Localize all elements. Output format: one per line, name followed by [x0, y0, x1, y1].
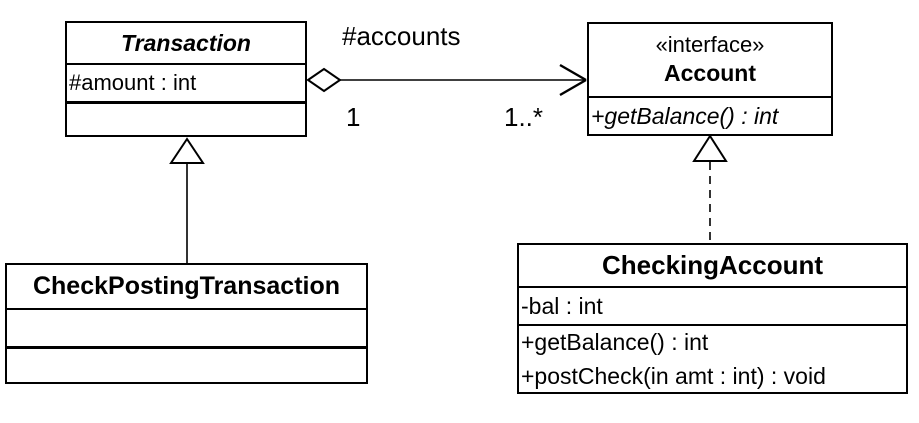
class-account-name: Account	[664, 59, 756, 86]
open-arrowhead-icon	[559, 63, 587, 97]
class-transaction-name: Transaction	[121, 29, 251, 56]
class-check-posting-name: CheckPostingTransaction	[32, 271, 341, 300]
class-account-methods: +getBalance() : int	[589, 96, 831, 134]
class-transaction-attributes: #amount : int	[67, 63, 305, 101]
class-checking-account-methods: +getBalance() : int +postCheck(in amt : …	[519, 324, 906, 392]
association-name-label: #accounts	[342, 21, 461, 51]
method-get-balance-impl: +getBalance() : int	[521, 328, 709, 355]
target-multiplicity-label: 1..*	[504, 102, 544, 132]
class-account: «interface» Account +getBalance() : int	[587, 22, 833, 136]
association-accounts	[306, 63, 587, 97]
class-transaction-methods-empty	[67, 101, 305, 135]
class-check-posting-attributes-empty	[7, 308, 366, 346]
attribute-amount: #amount : int	[69, 70, 197, 96]
class-transaction: Transaction #amount : int	[65, 21, 307, 137]
class-check-posting-methods-empty	[7, 346, 366, 382]
attribute-bal: -bal : int	[521, 292, 603, 319]
source-multiplicity-label: 1	[346, 102, 361, 132]
method-get-balance: +getBalance() : int	[591, 102, 779, 129]
aggregation-diamond-icon	[306, 67, 342, 93]
class-account-stereotype: «interface»	[655, 32, 765, 58]
class-checking-account-name: CheckingAccount	[601, 250, 824, 281]
class-checking-account-attributes: -bal : int	[519, 286, 906, 324]
class-checking-account: CheckingAccount -bal : int +getBalance()…	[517, 243, 908, 394]
class-check-posting-title-compartment: CheckPostingTransaction	[7, 265, 366, 308]
generalization-triangle-icon	[169, 137, 205, 164]
realization-triangle-icon	[692, 134, 728, 162]
generalization-check-posting	[169, 137, 205, 263]
class-checking-account-title-compartment: CheckingAccount	[519, 245, 906, 286]
class-account-title-compartment: «interface» Account	[589, 24, 831, 96]
class-transaction-title-compartment: Transaction	[67, 23, 305, 63]
class-check-posting-transaction: CheckPostingTransaction	[5, 263, 368, 384]
realization-checking-account	[692, 134, 728, 243]
method-post-check: +postCheck(in amt : int) : void	[521, 363, 826, 389]
